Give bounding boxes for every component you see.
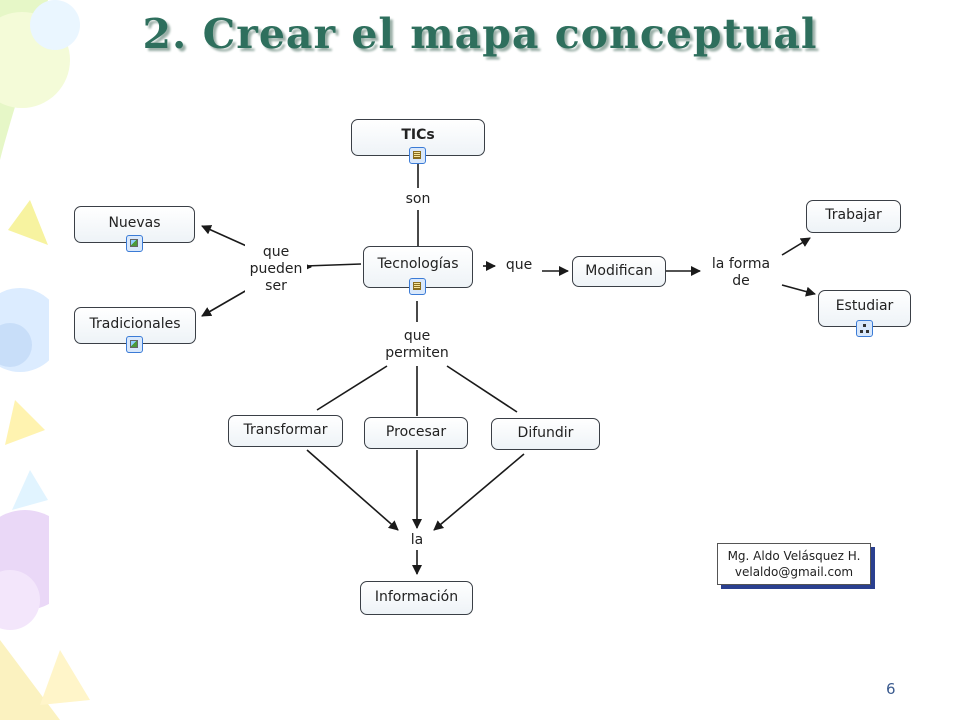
- node-difundir-label: Difundir: [517, 425, 574, 441]
- node-transformar-label: Transformar: [243, 422, 328, 438]
- link-que-pueden-ser: que pueden ser: [245, 244, 307, 295]
- node-modifican[interactable]: Modifican: [572, 256, 666, 287]
- node-informacion[interactable]: Información: [360, 581, 473, 615]
- link-que-permiten: que permiten: [377, 328, 457, 362]
- link-son: son: [401, 191, 435, 208]
- node-estudiar[interactable]: Estudiar: [818, 290, 911, 337]
- node-tradicionales[interactable]: Tradicionales: [74, 307, 196, 353]
- node-procesar[interactable]: Procesar: [364, 417, 468, 449]
- node-informacion-label: Información: [374, 589, 459, 605]
- document-icon[interactable]: [409, 278, 426, 295]
- node-difundir[interactable]: Difundir: [491, 418, 600, 450]
- node-modifican-label: Modifican: [585, 263, 653, 279]
- document-icon[interactable]: [409, 147, 426, 164]
- author-name: Mg. Aldo Velásquez H.: [727, 549, 861, 563]
- link-la: la: [405, 532, 429, 549]
- link-la-forma-de: la forma de: [701, 256, 781, 290]
- node-nuevas[interactable]: Nuevas: [74, 206, 195, 252]
- node-trabajar-label: Trabajar: [825, 207, 882, 223]
- node-tecnologias[interactable]: Tecnologías: [363, 246, 473, 295]
- page-number: 6: [886, 680, 896, 698]
- author-credit-box: Mg. Aldo Velásquez H. velaldo@gmail.com: [717, 543, 871, 585]
- concept-map-icon[interactable]: [856, 320, 873, 337]
- node-procesar-label: Procesar: [385, 424, 447, 440]
- link-que: que: [499, 257, 539, 274]
- image-icon[interactable]: [126, 336, 143, 353]
- author-email: velaldo@gmail.com: [734, 565, 854, 579]
- node-tradicionales-label: Tradicionales: [89, 316, 181, 332]
- node-trabajar[interactable]: Trabajar: [806, 200, 901, 233]
- node-estudiar-label: Estudiar: [835, 298, 894, 314]
- node-tics[interactable]: TICs: [351, 119, 485, 164]
- node-tecnologias-label: Tecnologías: [377, 256, 459, 272]
- image-icon[interactable]: [126, 235, 143, 252]
- node-transformar[interactable]: Transformar: [228, 415, 343, 447]
- node-tics-label: TICs: [401, 127, 435, 143]
- node-nuevas-label: Nuevas: [108, 215, 161, 231]
- slide-title: 2. Crear el mapa conceptual: [142, 10, 818, 58]
